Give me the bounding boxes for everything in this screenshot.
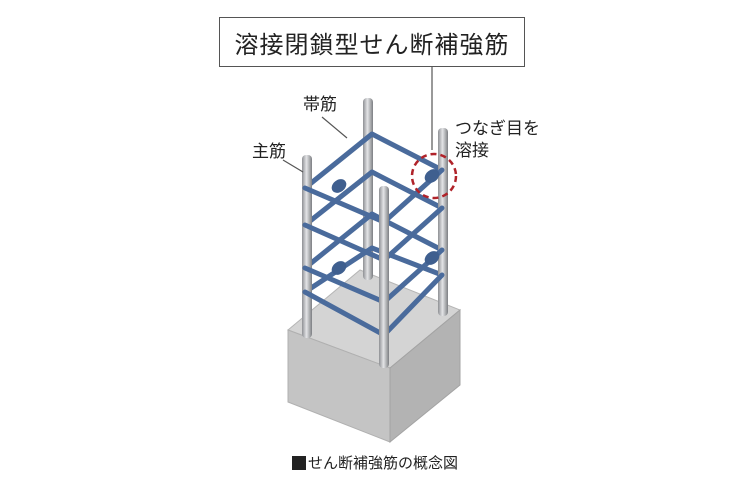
weld-bulge: [331, 179, 347, 193]
caption: せん断補強筋の概念図: [0, 452, 750, 473]
label-weld-line2: 溶接: [455, 141, 489, 161]
weld-points: [331, 169, 440, 275]
leader-main-bar: [282, 159, 304, 173]
main-bar-left: [302, 155, 312, 338]
main-bar-back: [363, 98, 373, 280]
square-bullet-icon: [291, 456, 306, 470]
label-main-bar: 主筋: [252, 142, 286, 162]
concrete-right-face: [389, 308, 461, 444]
main-bar-right: [438, 128, 448, 316]
main-bar-front: [379, 186, 389, 368]
leader-hoop: [321, 116, 348, 139]
label-hoop: 帯筋: [303, 95, 337, 115]
weld-highlight-circle: [410, 152, 458, 200]
caption-text: せん断補強筋の概念図: [307, 454, 458, 472]
concrete-base: [287, 269, 461, 444]
label-weld-line1: つなぎ目を: [455, 119, 540, 139]
weld-bulge: [424, 169, 440, 183]
leader-lines: [282, 67, 433, 173]
title-box: 溶接閉鎖型せん断補強筋: [219, 17, 525, 67]
weld-bulge: [331, 261, 347, 275]
weld-bulge: [424, 251, 440, 265]
